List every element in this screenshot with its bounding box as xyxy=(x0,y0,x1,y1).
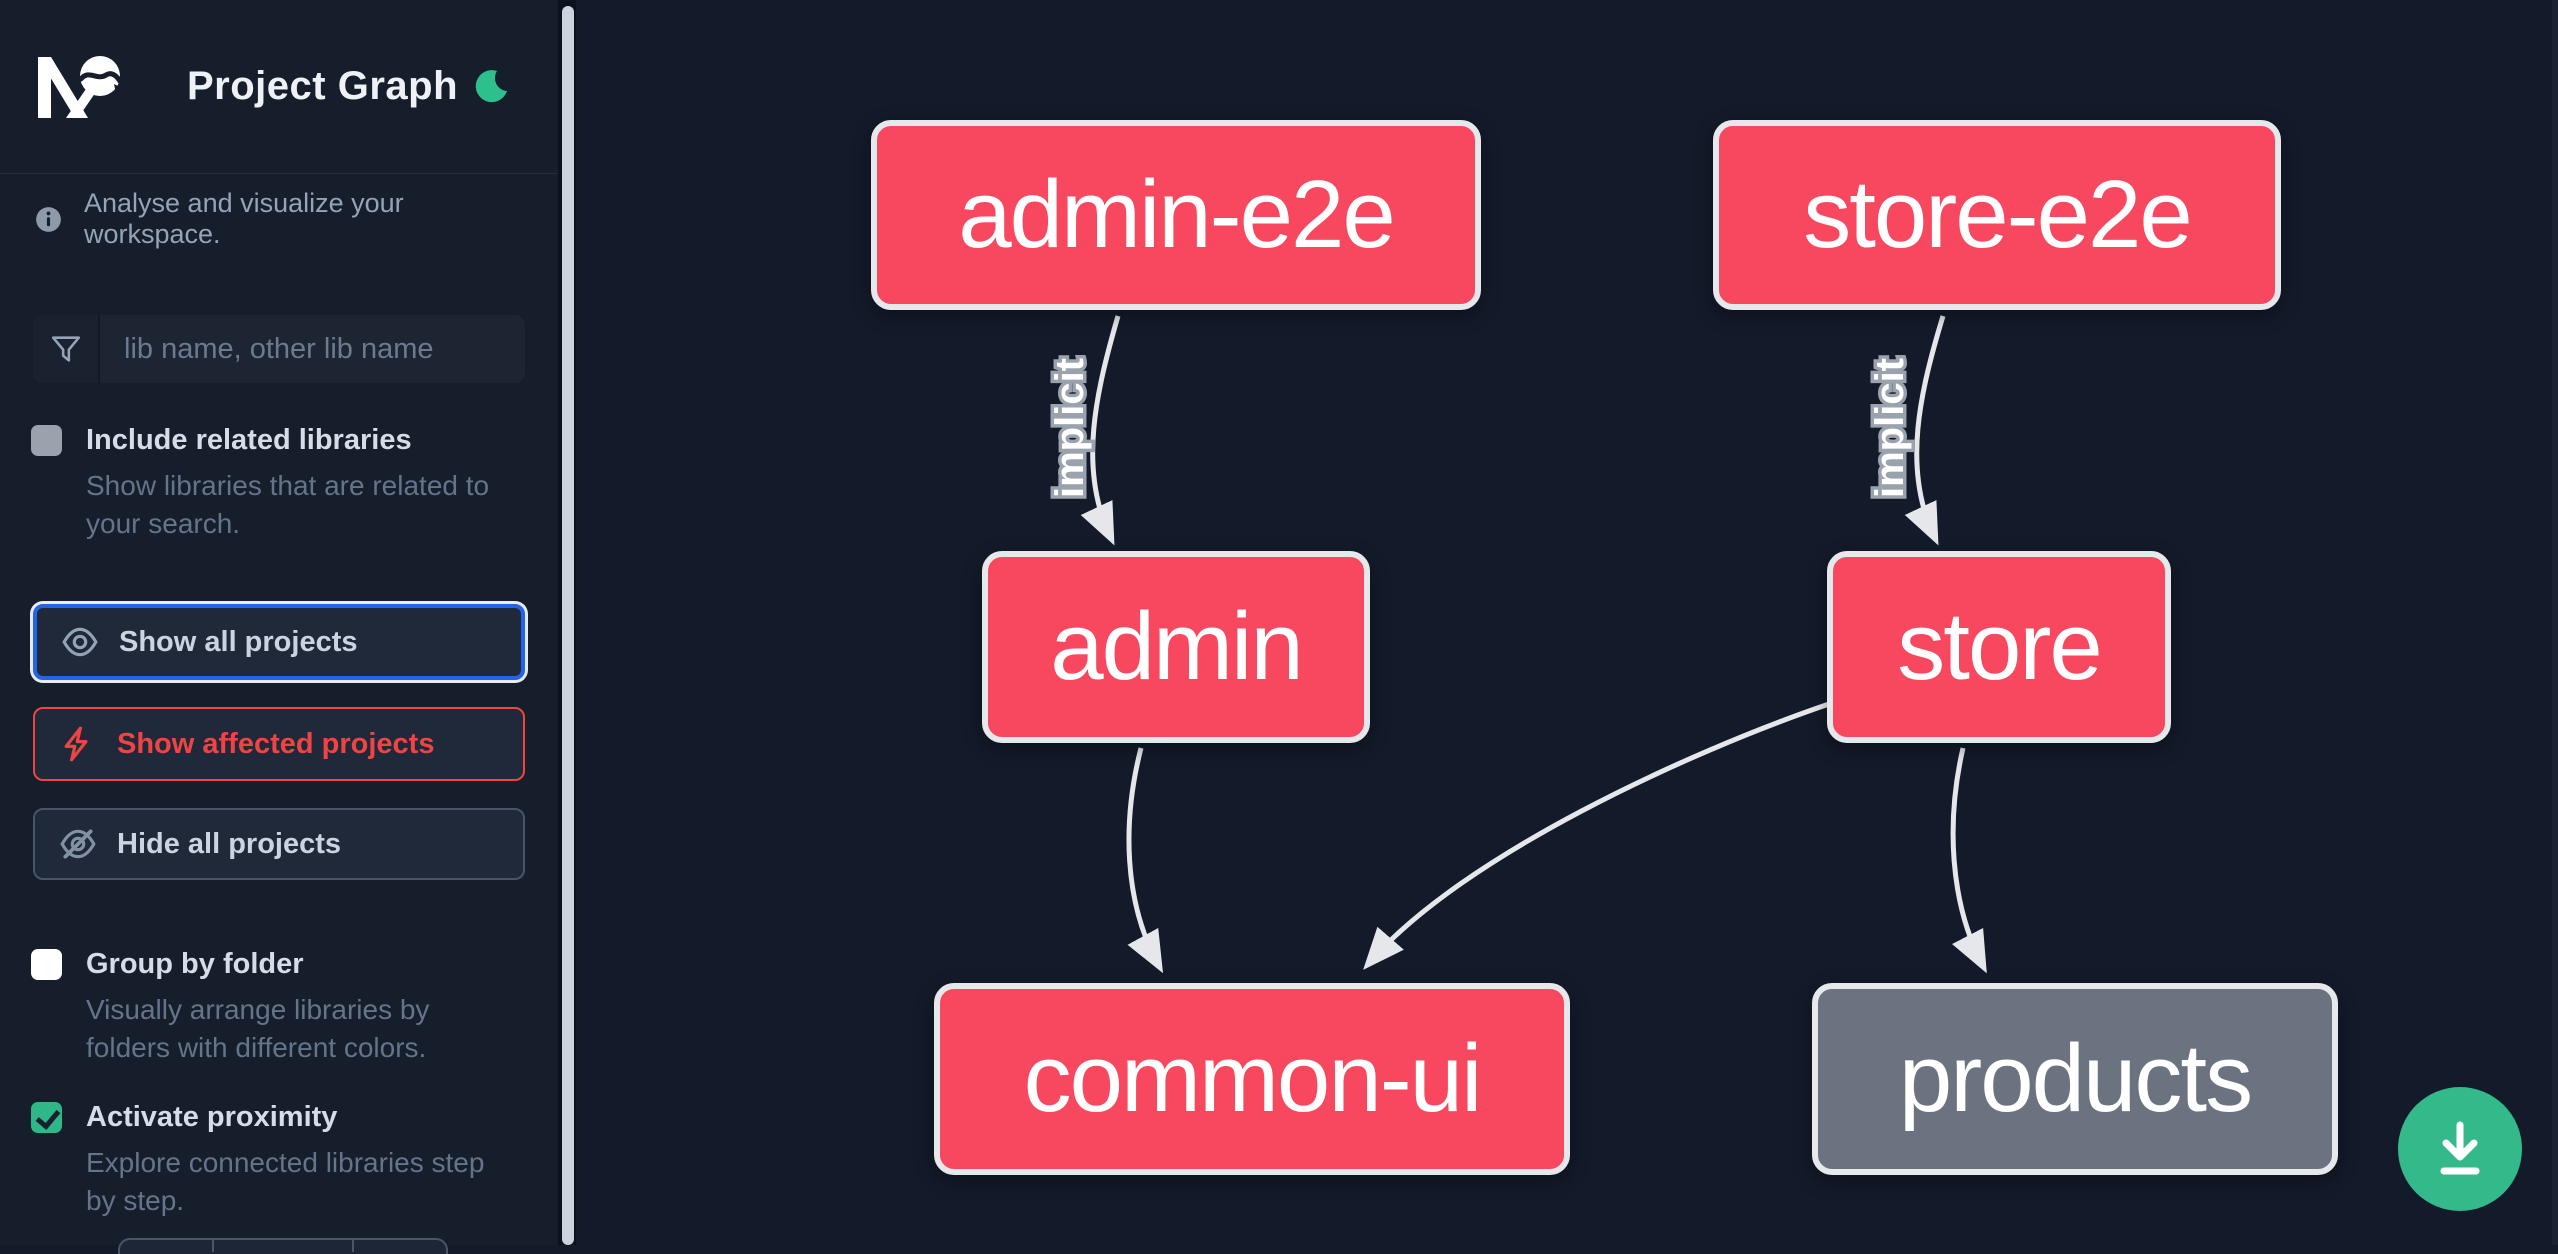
dark-mode-moon-icon[interactable] xyxy=(474,69,508,105)
button-label: Hide all projects xyxy=(117,827,342,860)
button-label: Show affected projects xyxy=(117,727,435,760)
checkbox-activate-proximity[interactable] xyxy=(31,1102,62,1133)
eye-off-icon xyxy=(60,829,96,859)
proximity-stepper-partial[interactable] xyxy=(118,1238,448,1254)
sidebar: Project Graph Analyse and visualize your… xyxy=(0,0,561,1254)
filter-funnel-icon xyxy=(51,336,80,362)
checkbox-description: Visually arrange libraries by folders wi… xyxy=(86,994,430,1063)
filter-icon-cell xyxy=(33,315,100,383)
node-label: admin xyxy=(1050,593,1303,700)
checkbox-label: Activate proximity xyxy=(86,1101,338,1133)
checkbox-include-related[interactable] xyxy=(31,425,62,456)
node-label: store xyxy=(1897,593,2102,700)
stepper-divider xyxy=(212,1240,214,1252)
node-label: products xyxy=(1898,1025,2253,1132)
node-label: common-ui xyxy=(1023,1025,1483,1132)
hide-all-projects-button[interactable]: Hide all projects xyxy=(33,808,525,880)
node-label: admin-e2e xyxy=(958,161,1396,268)
search-box xyxy=(33,315,525,383)
graph-node-common-ui[interactable]: common-ui xyxy=(934,983,1570,1175)
page-title: Project Graph xyxy=(187,64,459,108)
stepper-divider xyxy=(352,1240,354,1252)
sidebar-header: Project Graph xyxy=(0,0,561,174)
info-icon xyxy=(36,206,61,232)
graph-node-store-e2e[interactable]: store-e2e xyxy=(1713,120,2281,310)
canvas-right-gutter xyxy=(2552,0,2558,1245)
tagline-row: Analyse and visualize your workspace. xyxy=(35,188,535,249)
checkbox-group-by-folder[interactable] xyxy=(31,949,62,980)
search-input[interactable] xyxy=(100,315,525,383)
button-label: Show all projects xyxy=(119,625,358,658)
checkbox-label: Group by folder xyxy=(86,948,304,980)
bolt-icon xyxy=(64,726,88,762)
show-affected-projects-button[interactable]: Show affected projects xyxy=(33,707,525,781)
graph-node-products[interactable]: products xyxy=(1812,983,2338,1175)
graph-node-admin[interactable]: admin xyxy=(982,551,1370,743)
eye-icon xyxy=(62,627,98,657)
download-graph-button[interactable] xyxy=(2398,1087,2522,1211)
graph-node-admin-e2e[interactable]: admin-e2e xyxy=(871,120,1481,310)
checkbox-description: Show libraries that are related to your … xyxy=(86,470,490,539)
show-all-projects-button[interactable]: Show all projects xyxy=(33,604,525,680)
nx-logo xyxy=(38,56,124,118)
sidebar-scrollbar-thumb[interactable] xyxy=(562,6,574,1245)
checkbox-label: Include related libraries xyxy=(86,424,412,456)
node-label: store-e2e xyxy=(1803,161,2193,268)
graph-node-store[interactable]: store xyxy=(1827,551,2171,743)
checkbox-description: Explore connected libraries step by step… xyxy=(86,1147,485,1216)
download-icon xyxy=(2440,1121,2480,1175)
tagline-text: Analyse and visualize your workspace. xyxy=(84,188,404,249)
